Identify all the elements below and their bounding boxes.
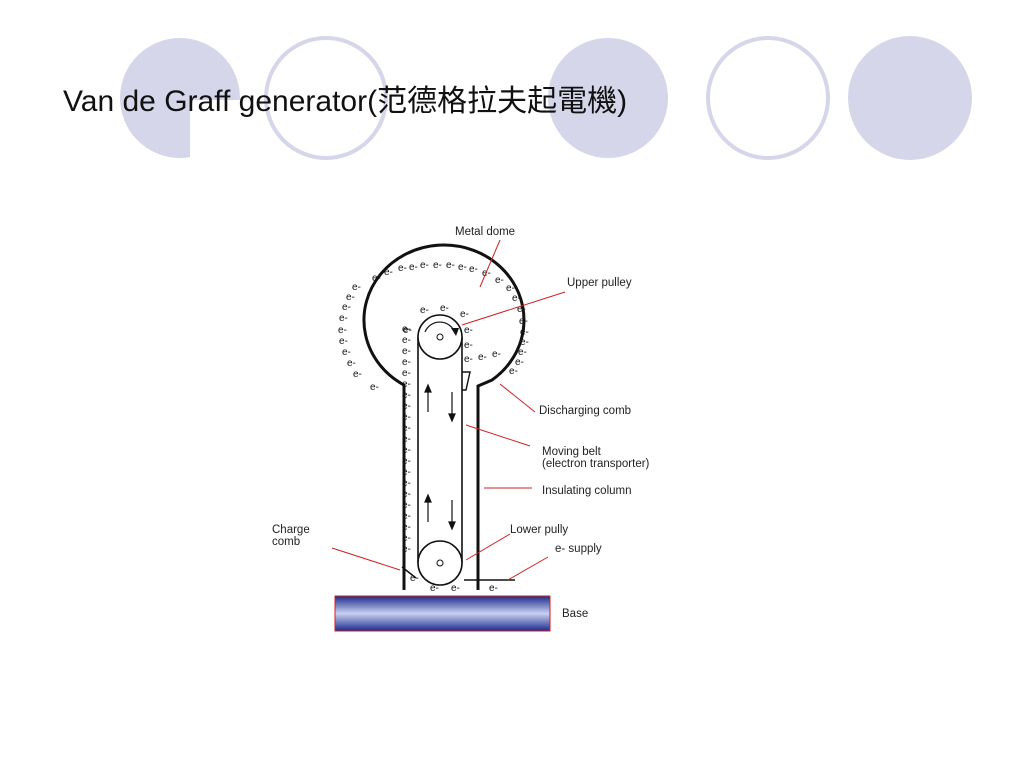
electron-symbol: e-: [518, 347, 527, 358]
electron-symbol: e-: [458, 262, 467, 273]
electron-symbol: e-: [353, 369, 362, 380]
pointer-discharging-comb: [499, 383, 536, 413]
electron-symbol: e-: [402, 533, 411, 544]
electron-symbol: e-: [451, 583, 460, 594]
electron-symbol: e-: [402, 379, 411, 390]
electron-charges: e-e-e-e-e-e-e-e-e-e-e-e-e-e-e-e-e-e-e-e-…: [338, 260, 529, 594]
electron-symbol: e-: [402, 324, 411, 335]
electron-symbol: e-: [402, 500, 411, 511]
pointer-charge-comb: [331, 547, 401, 571]
electron-symbol: e-: [402, 445, 411, 456]
electron-symbol: e-: [430, 583, 439, 594]
electron-symbol: e-: [346, 292, 355, 303]
charge-comb: [401, 566, 417, 579]
electron-symbol: e-: [402, 390, 411, 401]
label-discharging-comb: Discharging comb: [539, 405, 631, 417]
electron-symbol: e-: [372, 273, 381, 284]
electron-symbol: e-: [402, 489, 411, 500]
electron-symbol: e-: [402, 335, 411, 346]
electron-symbol: e-: [410, 573, 419, 584]
electron-symbol: e-: [482, 268, 491, 279]
electron-symbol: e-: [420, 305, 429, 316]
lower-pulley-axle: [436, 559, 444, 567]
pointer-lines: [331, 239, 566, 581]
electron-symbol: e-: [402, 346, 411, 357]
label-lower-pully: Lower pully: [510, 524, 568, 536]
electron-symbol: e-: [402, 467, 411, 478]
base: [334, 595, 551, 632]
electron-symbol: e-: [446, 260, 455, 271]
deco-circle-5: [848, 36, 972, 160]
electron-symbol: e-: [492, 349, 501, 360]
electron-symbol: e-: [517, 304, 526, 315]
electron-symbol: e-: [342, 347, 351, 358]
discharging-comb: [462, 371, 471, 391]
electron-symbol: e-: [464, 325, 473, 336]
electron-symbol: e-: [519, 316, 528, 327]
electron-symbol: e-: [506, 283, 515, 294]
electron-symbol: e-: [352, 282, 361, 293]
electron-symbol: e-: [402, 401, 411, 412]
slide-title: Van de Graff generator(范德格拉夫起電機): [63, 85, 628, 118]
pointer-metal-dome: [479, 239, 501, 288]
electron-symbol: e-: [402, 511, 411, 522]
electron-symbol: e-: [464, 340, 473, 351]
belt-direction-arrows: [424, 383, 456, 531]
electron-symbol: e-: [402, 423, 411, 434]
electron-symbol: e-: [402, 544, 411, 555]
label-base: Base: [562, 608, 588, 620]
pointer-moving-belt: [465, 424, 531, 447]
label-e-supply: e- supply: [555, 543, 602, 555]
electron-symbol: e-: [384, 267, 393, 278]
electron-symbol: e-: [495, 275, 504, 286]
decorative-circles: [120, 36, 972, 162]
electron-symbol: e-: [469, 264, 478, 275]
deco-circle-3: [548, 38, 668, 158]
label-insulating-column: Insulating column: [542, 485, 632, 497]
electron-symbol: e-: [520, 327, 529, 338]
electron-symbol: e-: [509, 366, 518, 377]
deco-circle-2: [264, 36, 388, 160]
lower-pulley: [417, 540, 463, 586]
electron-symbol: e-: [520, 337, 529, 348]
dome-and-column-outline: [362, 243, 526, 590]
electron-symbol: e-: [403, 325, 412, 336]
electron-symbol: e-: [460, 309, 469, 320]
label-moving-belt-1: Moving belt: [542, 446, 602, 458]
electron-symbol: e-: [402, 412, 411, 423]
electron-symbol: e-: [402, 522, 411, 533]
electron-symbol: e-: [339, 336, 348, 347]
electron-symbol: e-: [402, 434, 411, 445]
electron-symbol: e-: [402, 357, 411, 368]
electron-symbol: e-: [489, 583, 498, 594]
electron-symbol: e-: [370, 382, 379, 393]
electron-symbol: e-: [402, 368, 411, 379]
electron-symbol: e-: [512, 293, 521, 304]
deco-circle-4: [706, 36, 830, 160]
pointer-upper-pulley: [461, 291, 566, 326]
electron-symbol: e-: [338, 325, 347, 336]
electron-symbol: e-: [402, 478, 411, 489]
electron-symbol: e-: [478, 352, 487, 363]
label-charge-comb-2: comb: [272, 536, 300, 548]
electron-symbol: e-: [420, 260, 429, 271]
label-charge-comb-1: Charge: [272, 524, 310, 536]
electron-symbol: e-: [342, 302, 351, 313]
electron-symbol: e-: [433, 260, 442, 271]
label-metal-dome: Metal dome: [455, 226, 515, 238]
electron-symbol: e-: [515, 357, 524, 368]
label-moving-belt-2: (electron transporter): [542, 458, 650, 470]
label-upper-pulley: Upper pulley: [567, 277, 632, 289]
pointer-lower-pully: [465, 533, 511, 561]
electron-symbol: e-: [402, 456, 411, 467]
upper-pulley-axle: [436, 333, 444, 341]
electron-symbol: e-: [398, 263, 407, 274]
electron-symbol: e-: [339, 313, 348, 324]
electron-symbol: e-: [409, 262, 418, 273]
electron-symbol: e-: [464, 354, 473, 365]
electron-symbol: e-: [440, 303, 449, 314]
electron-symbol: e-: [347, 358, 356, 369]
pointer-e-supply: [507, 556, 549, 581]
